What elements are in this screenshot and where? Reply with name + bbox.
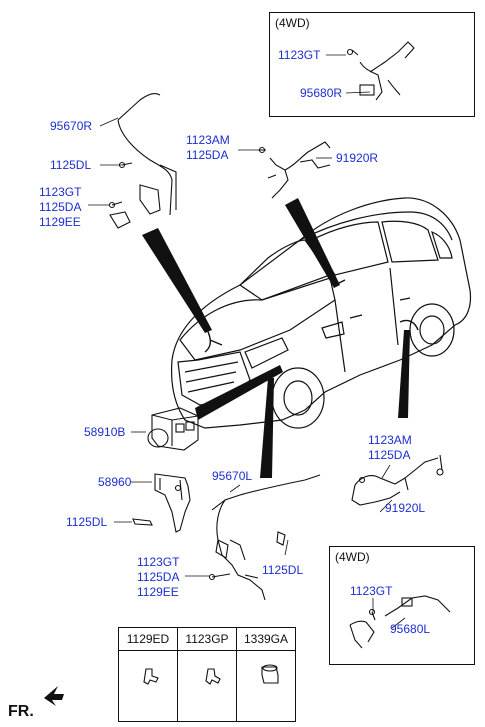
label-1123gt-4wd-bottom: 1123GT <box>350 584 393 598</box>
label-95680r: 95680R <box>300 86 343 100</box>
label-1125dl-upper: 1125DL <box>50 158 92 172</box>
label-1123am-right: 1123AM <box>186 133 230 147</box>
label-91920l: 91920L <box>385 501 426 515</box>
label-1123am-lower: 1123AM <box>368 433 412 447</box>
inset-4wd-top <box>269 12 475 117</box>
label-1125da-right: 1125DA <box>186 148 229 162</box>
label-1123gt-4wd-top: 1123GT <box>278 48 321 62</box>
label-1125da-lower-right: 1125DA <box>368 448 411 462</box>
parts-table-cell-bolt <box>118 650 178 722</box>
label-1123gt-lower: 1123GT <box>137 555 180 569</box>
inset-4wd-bottom <box>329 546 475 665</box>
inset-4wd-top-title: (4WD) <box>275 16 310 30</box>
label-1125da-lower: 1125DA <box>137 570 180 584</box>
label-58960: 58960 <box>98 475 132 489</box>
label-1125dl-lower: 1125DL <box>262 563 304 577</box>
label-1125dl-bracket: 1125DL <box>66 515 108 529</box>
leader-lines <box>88 54 406 629</box>
label-1129ee-upper: 1129EE <box>39 215 81 229</box>
parts-table-header-1129ed: 1129ED <box>118 627 178 651</box>
label-1123gt-upper: 1123GT <box>39 185 82 199</box>
label-1129ee-lower: 1129EE <box>137 585 179 599</box>
parts-table-cell-nut <box>236 650 296 722</box>
label-58910b: 58910B <box>84 425 126 439</box>
label-95680l: 95680L <box>390 622 431 636</box>
inset-4wd-bottom-title: (4WD) <box>335 550 370 564</box>
parts-table-header-1339ga: 1339GA <box>236 627 296 651</box>
front-direction-label: FR. <box>8 703 34 720</box>
callout-wedges <box>142 198 410 478</box>
parts-table: 1129ED 1123GP 1339GA <box>118 627 296 722</box>
label-95670l: 95670L <box>212 469 253 483</box>
label-91920r: 91920R <box>336 151 379 165</box>
parts-table-header-1123gp: 1123GP <box>177 627 237 651</box>
label-1125da-upper: 1125DA <box>39 200 82 214</box>
parts-table-cell-screw <box>177 650 237 722</box>
label-95670r: 95670R <box>50 119 93 133</box>
vehicle-illustration <box>170 197 472 429</box>
front-direction-arrow-icon <box>44 686 64 706</box>
